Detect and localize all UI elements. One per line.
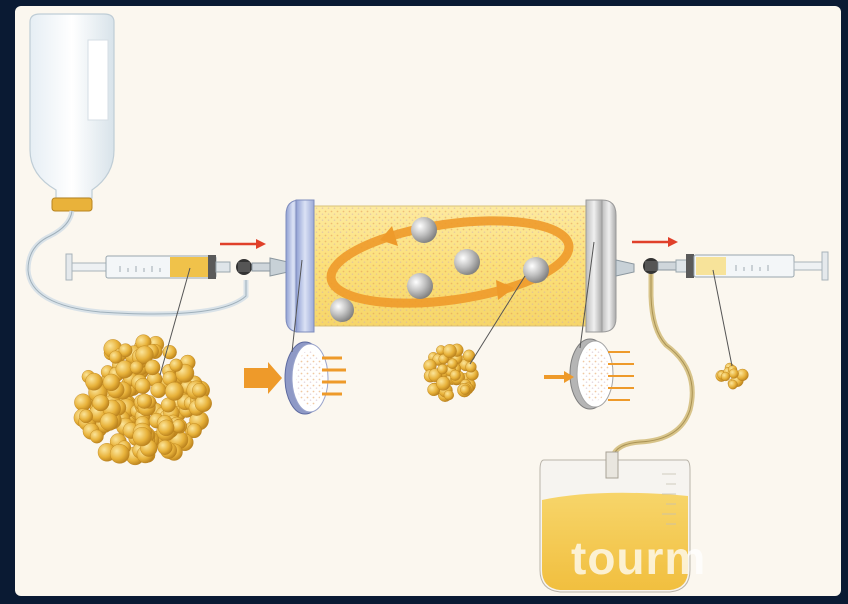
filter-membrane-icon <box>544 339 634 409</box>
diagram-frame: tourm <box>15 6 841 596</box>
watermark: tourm <box>571 531 706 585</box>
syringe-icon <box>676 252 828 280</box>
iv-bottle-icon <box>30 14 114 211</box>
flow-arrow-icon <box>632 237 678 247</box>
particle-cluster-icon <box>716 363 749 389</box>
process-diagram <box>15 6 841 596</box>
particle-cluster-icon <box>424 344 479 402</box>
drain-tubing <box>612 274 692 462</box>
three-way-valve-icon <box>236 258 288 276</box>
separation-column-icon <box>286 200 616 332</box>
filter-membrane-icon <box>244 342 346 414</box>
three-way-valve-icon <box>616 258 676 276</box>
syringe-icon <box>66 254 230 280</box>
particle-cluster-icon <box>74 335 212 465</box>
flow-arrow-icon <box>220 239 266 249</box>
